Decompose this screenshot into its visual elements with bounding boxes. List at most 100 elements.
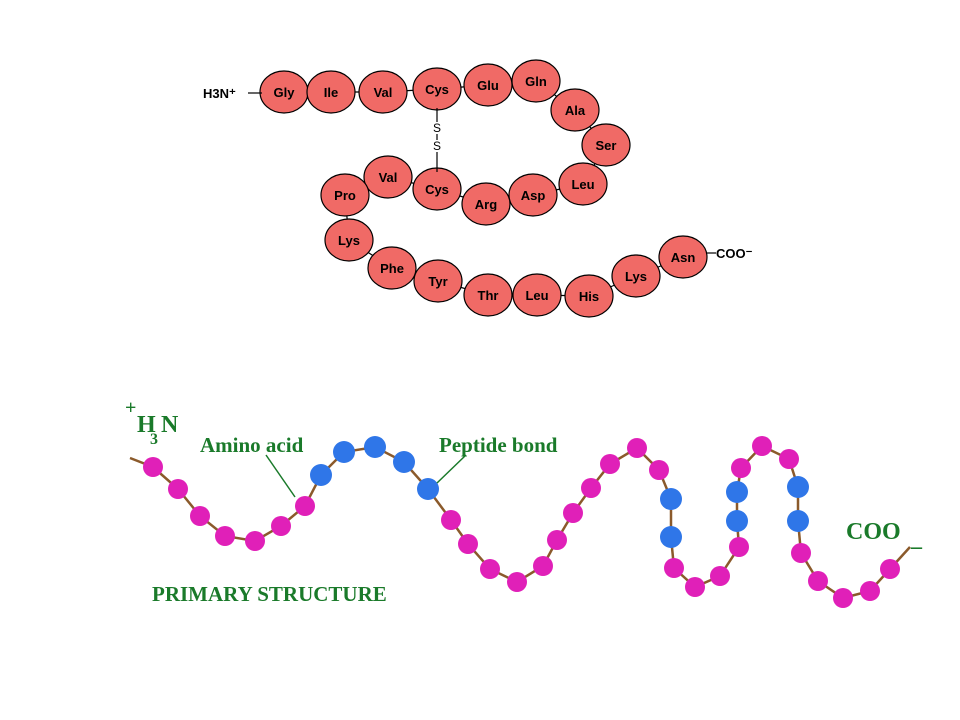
residue: Ala <box>550 88 600 132</box>
residue: His <box>564 274 614 318</box>
n-terminus-subscript: 3 <box>150 431 158 448</box>
residue-circle <box>320 173 370 217</box>
residue-circle <box>511 59 561 103</box>
residue: Val <box>358 70 408 114</box>
residue-label: Pro <box>334 188 356 203</box>
residue: Pro <box>320 173 370 217</box>
amino-acid-bead <box>215 526 235 546</box>
residue-label: Tyr <box>428 274 447 289</box>
amino-acid-bead <box>685 577 705 597</box>
residue-label: Cys <box>425 82 449 97</box>
amino-acid-bead <box>507 572 527 592</box>
sulfur-2-label: S <box>433 139 441 153</box>
residue: Glu <box>463 63 513 107</box>
residue-label: Asn <box>671 250 696 265</box>
residue-circle <box>550 88 600 132</box>
residue-label: Glu <box>477 78 499 93</box>
peptide-bond-bead <box>364 436 386 458</box>
residue-label: Ser <box>596 138 617 153</box>
peptide-bond-bead <box>417 478 439 500</box>
residue-circle <box>611 254 661 298</box>
residue: Tyr <box>413 259 463 303</box>
amino-acid-bead <box>710 566 730 586</box>
amino-acid-bead <box>833 588 853 608</box>
residue-label: Phe <box>380 261 404 276</box>
residue-circle <box>564 274 614 318</box>
residue: Leu <box>512 273 562 317</box>
residue: Lys <box>324 218 374 262</box>
residue-label: Val <box>379 170 398 185</box>
amino-acid-bead <box>271 516 291 536</box>
residue-circle <box>363 155 413 199</box>
amino-acid-bead <box>779 449 799 469</box>
residue-label: Ile <box>324 85 338 100</box>
amino-acid-bead <box>600 454 620 474</box>
residue-label: Ala <box>565 103 586 118</box>
amino-acid-pointer <box>265 454 296 498</box>
amino-acid-bead <box>547 530 567 550</box>
amino-acid-bead <box>458 534 478 554</box>
residue-circle <box>461 182 511 226</box>
amino-acid-bead <box>791 543 811 563</box>
residue: Val <box>363 155 413 199</box>
peptide-bond-pointer <box>436 454 467 484</box>
amino-acid-bead <box>808 571 828 591</box>
residue-label: Gly <box>274 85 296 100</box>
peptide-bond-bead <box>726 481 748 503</box>
residue: Phe <box>367 246 417 290</box>
amino-acid-label: Amino acid <box>200 433 304 457</box>
sulfur-1-label: S <box>433 121 441 135</box>
amino-acid-bead <box>245 531 265 551</box>
residue: Gly <box>259 70 309 114</box>
peptide-bond-bead <box>333 441 355 463</box>
residue-circle <box>306 70 356 114</box>
amino-acid-bead <box>441 510 461 530</box>
residue-label: Lys <box>338 233 360 248</box>
amino-acid-bead <box>731 458 751 478</box>
residue: Cys <box>412 67 462 111</box>
peptide-bond-bead <box>310 464 332 486</box>
residue: Cys <box>412 167 462 211</box>
residue: Leu <box>558 162 608 206</box>
residue-circle <box>324 218 374 262</box>
amino-acid-bead <box>295 496 315 516</box>
amino-acid-bead <box>480 559 500 579</box>
peptide-bond-bead <box>393 451 415 473</box>
amino-acid-bead <box>168 479 188 499</box>
n-terminus-h: H <box>137 412 156 438</box>
primary-structure-caption: PRIMARY STRUCTURE <box>152 582 387 606</box>
residue-label: Cys <box>425 182 449 197</box>
n-terminus-label: H3N⁺ <box>203 86 236 101</box>
n-terminus-charge: + <box>125 397 136 419</box>
residue-label: Lys <box>625 269 647 284</box>
residue-circle <box>413 259 463 303</box>
amino-acid-bead <box>752 436 772 456</box>
residue-label: Val <box>374 85 393 100</box>
residue: Ile <box>306 70 356 114</box>
residue-circle <box>581 123 631 167</box>
residue-circle <box>658 235 708 279</box>
residue-circle <box>558 162 608 206</box>
amino-acid-bead <box>649 460 669 480</box>
residue: Thr <box>463 273 513 317</box>
residue: Arg <box>461 182 511 226</box>
residue: Ser <box>581 123 631 167</box>
residue-circle <box>367 246 417 290</box>
amino-acid-bead <box>563 503 583 523</box>
disulfide-bridge: S S <box>433 108 441 172</box>
peptide-bond-bead <box>787 476 809 498</box>
amino-acid-bead <box>581 478 601 498</box>
residue-label: Gln <box>525 74 547 89</box>
n-terminus-n: N <box>161 412 179 438</box>
residue-label: His <box>579 289 599 304</box>
residue-label: Arg <box>475 197 497 212</box>
c-terminus-charge: _ <box>910 526 923 551</box>
amino-acid-bead <box>860 581 880 601</box>
amino-acid-bead <box>664 558 684 578</box>
amino-acid-bead <box>627 438 647 458</box>
peptide-bond-bead <box>660 526 682 548</box>
peptide-bond-label: Peptide bond <box>439 433 558 457</box>
residue: Asn <box>658 235 708 279</box>
